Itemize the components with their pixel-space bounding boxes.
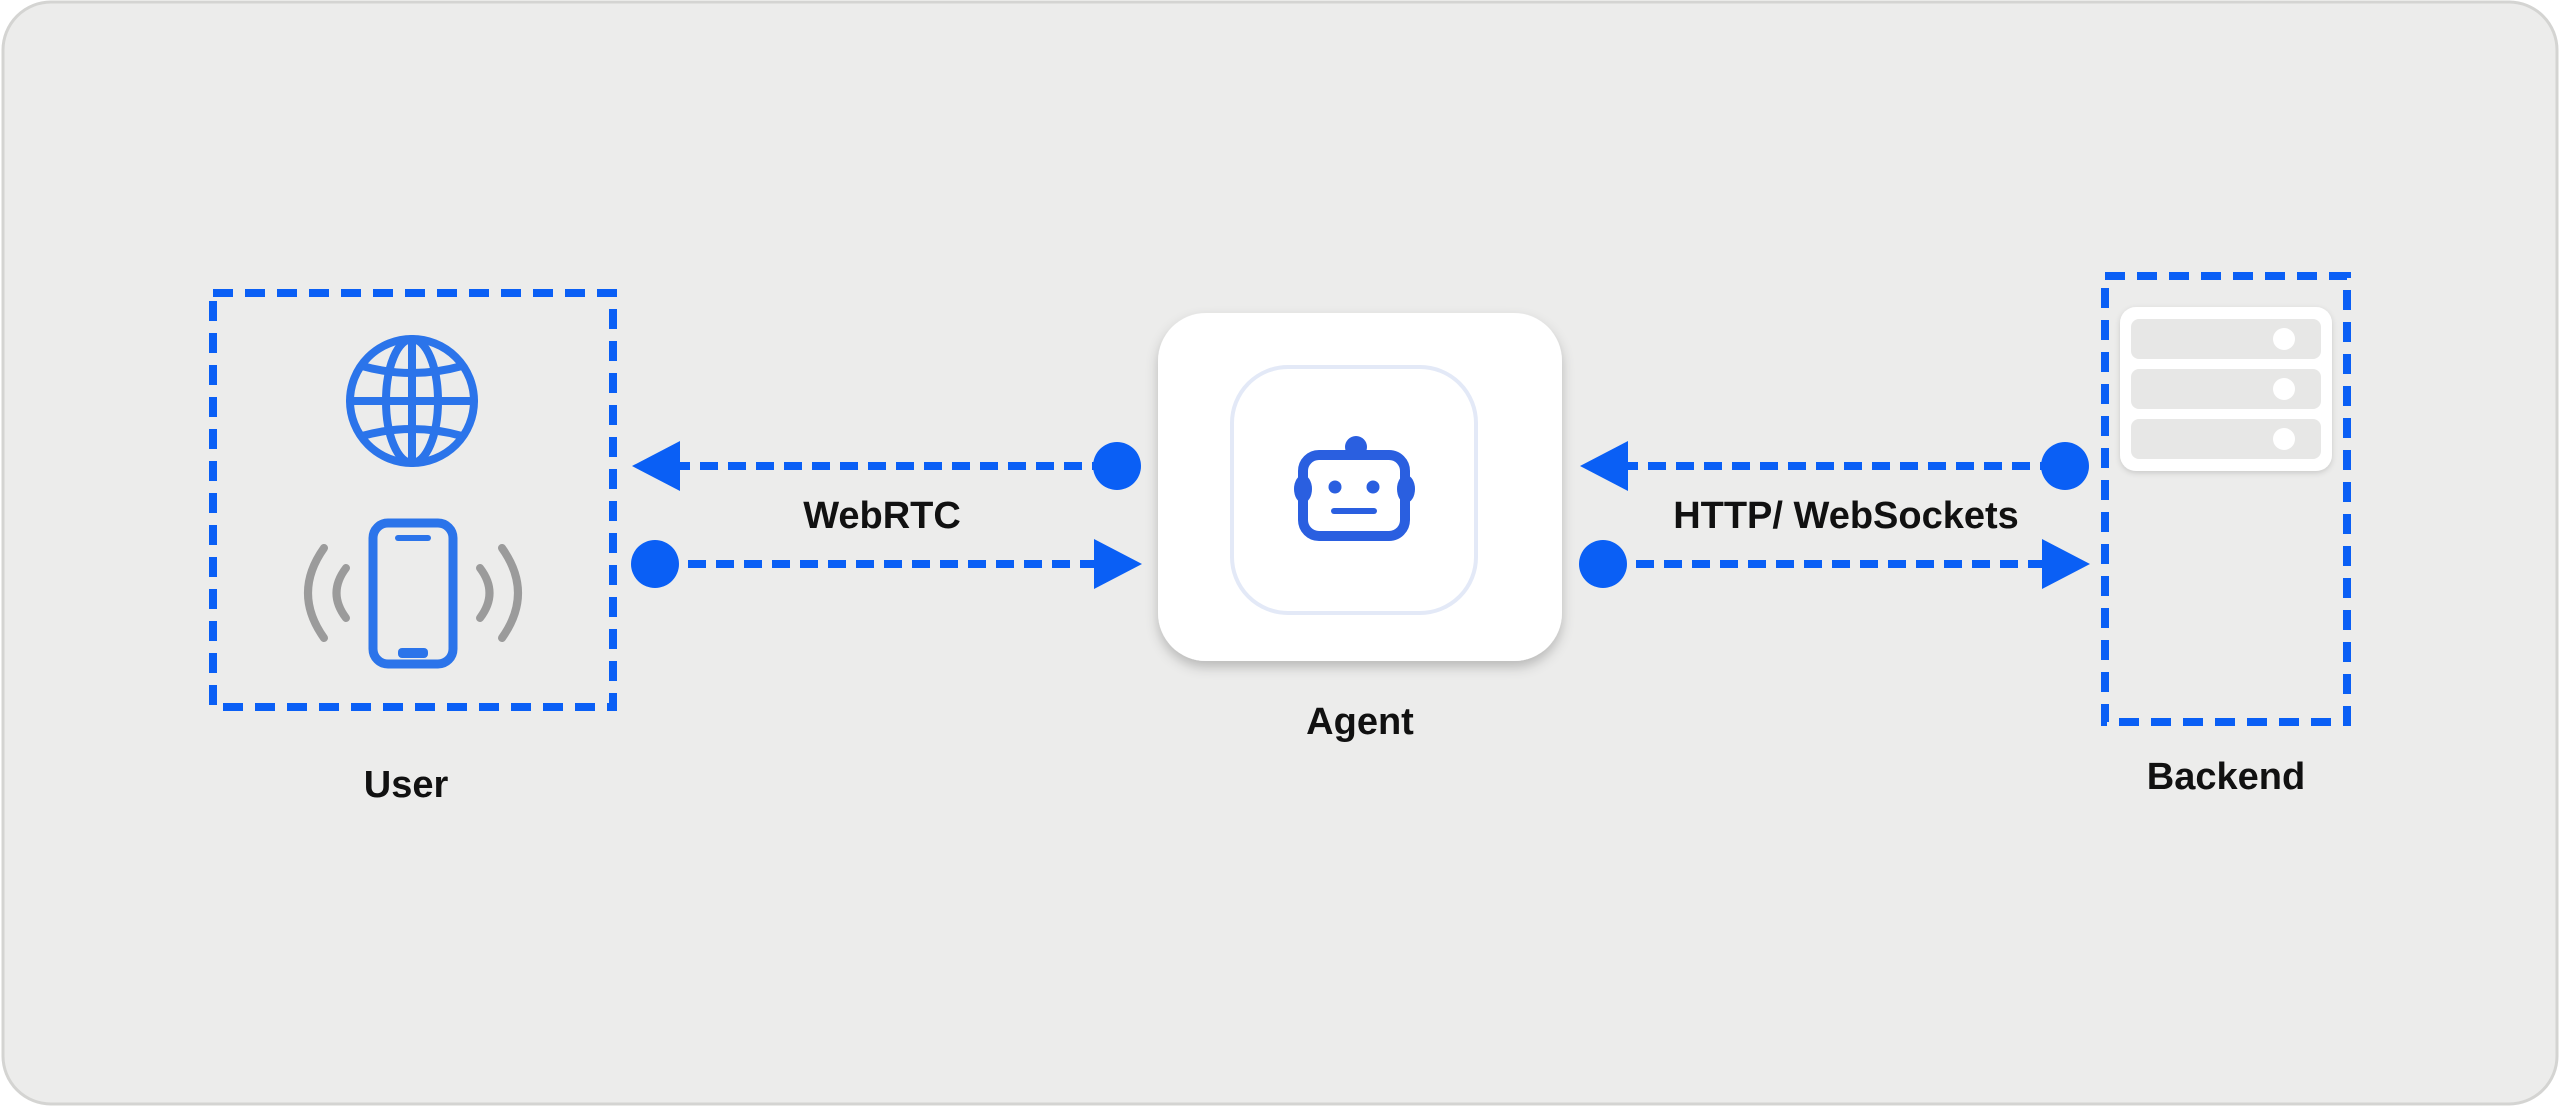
connector-user-agent — [631, 441, 1142, 589]
http-websockets-connection-label: HTTP/ WebSockets — [1673, 495, 2019, 537]
arrow-agent-to-user — [632, 441, 1141, 491]
webrtc-connection-label: WebRTC — [803, 495, 961, 537]
agent-node — [1158, 313, 1562, 661]
user-label: User — [363, 764, 449, 806]
connector-agent-backend — [1579, 441, 2090, 589]
backend-label: Backend — [2146, 756, 2306, 798]
arrow-backend-to-agent — [1580, 441, 2089, 491]
agent-label: Agent — [1306, 701, 1414, 743]
arrow-user-to-agent — [631, 539, 1142, 589]
user-dashed-box — [209, 289, 617, 711]
user-node — [209, 289, 617, 711]
smartphone-vibrating-icon — [304, 518, 522, 669]
robot-icon — [1294, 436, 1415, 541]
agent-inner-frame — [1230, 365, 1478, 615]
arrow-agent-to-backend — [1579, 539, 2090, 589]
server-rack-icon — [2120, 307, 2332, 471]
globe-icon — [346, 335, 478, 467]
backend-node — [2101, 272, 2351, 726]
backend-dashed-box — [2101, 272, 2351, 726]
